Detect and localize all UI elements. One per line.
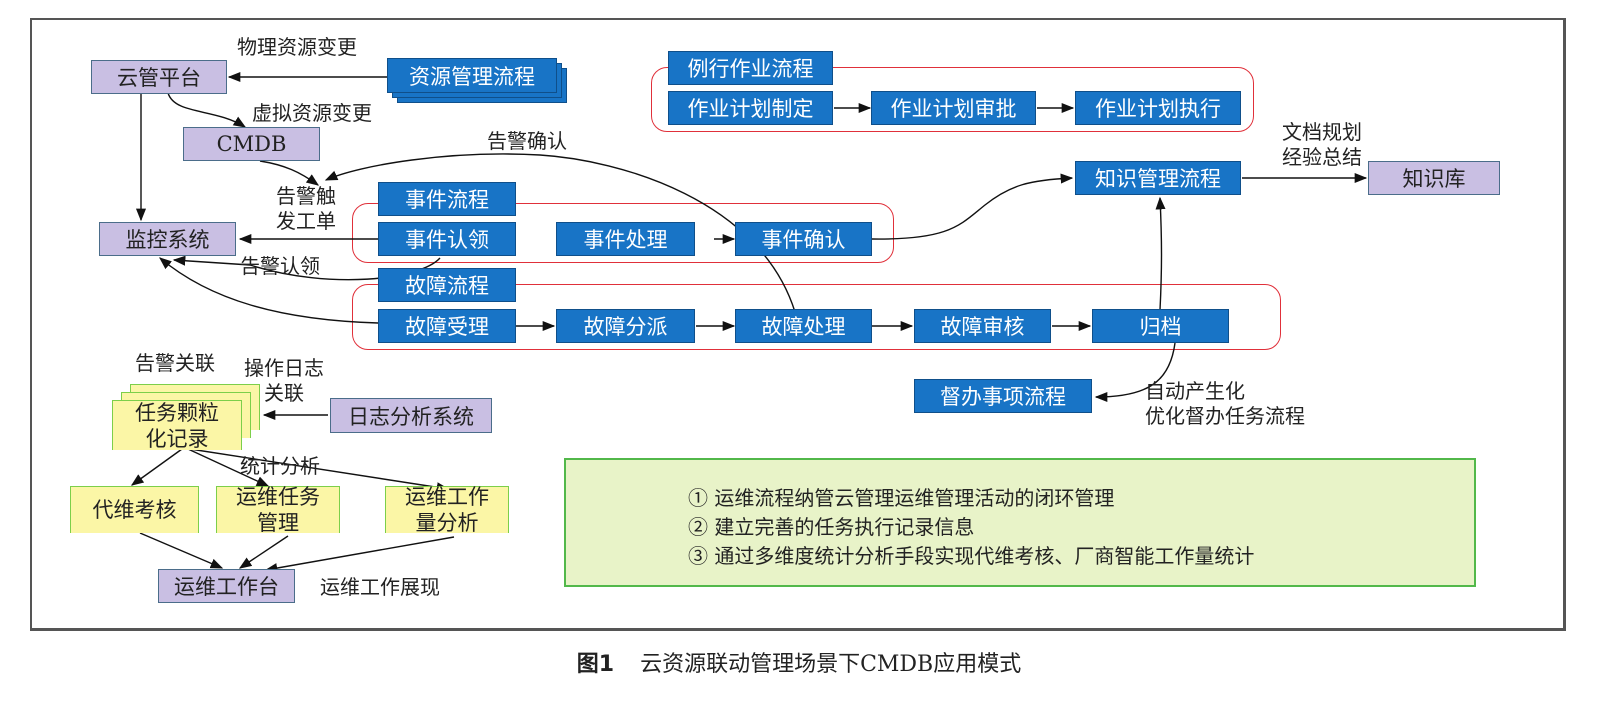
knowledge-flow-node: 知识管理流程 (1075, 161, 1241, 195)
summary-line-1: ① 运维流程纳管云管理运维管理活动的闭环管理 (688, 486, 1115, 510)
alarm-trigger-line1: 告警触 (276, 184, 336, 208)
fault-handle-node: 故障处理 (735, 309, 872, 343)
routine-flow-group (651, 67, 1254, 132)
resource-mgmt-flow-label: 资源管理流程 (409, 64, 535, 89)
summary-panel: ① 运维流程纳管云管理运维管理活动的闭环管理 ② 建立完善的任务执行记录信息 ③… (564, 458, 1476, 587)
ops-workload-label-line2: 量分析 (415, 511, 479, 535)
ops-task-mgmt-label-line2: 管理 (257, 511, 299, 535)
cmdb-node: CMDB (183, 127, 320, 161)
plan-approve-label: 作业计划审批 (890, 97, 1017, 121)
log-analysis-node: 日志分析系统 (330, 398, 492, 433)
vendor-assess-node: 代维考核 (70, 486, 199, 533)
doc-plan-line2: 经验总结 (1282, 145, 1362, 169)
plan-make-node: 作业计划制定 (668, 91, 833, 125)
fault-review-label: 故障审核 (940, 315, 1025, 339)
resource-mgmt-flow-node: 资源管理流程 (387, 58, 557, 93)
log-analysis-label: 日志分析系统 (348, 404, 474, 429)
knowledge-flow-label: 知识管理流程 (1095, 167, 1221, 191)
event-claim-node: 事件认领 (378, 222, 516, 256)
figure-title: 云资源联动管理场景下CMDB应用模式 (640, 652, 1022, 677)
auto-generate-line1: 自动产生化 (1145, 379, 1245, 403)
fault-dispatch-label: 故障分派 (583, 315, 668, 339)
plan-make-label: 作业计划制定 (687, 97, 814, 121)
physical-change-label: 物理资源变更 (237, 35, 357, 59)
event-handle-node: 事件处理 (556, 222, 695, 256)
ops-workload-label-line1: 运维工作 (405, 485, 489, 509)
cmdb-label: CMDB (216, 132, 287, 156)
doc-plan-line1: 文档规划 (1282, 120, 1362, 144)
knowledge-base-label: 知识库 (1402, 167, 1466, 191)
supervise-flow-label: 督办事项流程 (940, 385, 1066, 409)
ops-workbench-label: 运维工作台 (174, 575, 279, 599)
alarm-correlate-label: 告警关联 (135, 351, 215, 375)
auto-generate-line2: 优化督办任务流程 (1145, 404, 1305, 428)
oplog-correlate-line1: 操作日志 (244, 356, 324, 380)
fault-accept-label: 故障受理 (405, 315, 489, 339)
routine-flow-title-label: 例行作业流程 (687, 57, 814, 81)
ops-workload-node: 运维工作 量分析 (385, 485, 509, 535)
supervise-flow-node: 督办事项流程 (914, 379, 1092, 413)
ops-task-mgmt-node: 运维任务 管理 (216, 485, 340, 535)
fault-flow-title-node: 故障流程 (378, 268, 516, 302)
routine-flow-title-node: 例行作业流程 (668, 51, 833, 85)
event-flow-title-node: 事件流程 (378, 182, 516, 216)
figure-caption: 图1 云资源联动管理场景下CMDB应用模式 (0, 646, 1598, 678)
ops-task-mgmt-label-line1: 运维任务 (236, 485, 320, 509)
knowledge-base-node: 知识库 (1368, 161, 1500, 195)
summary-line-3: ③ 通过多维度统计分析手段实现代维考核、厂商智能工作量统计 (688, 544, 1255, 568)
task-record-label-line1: 任务颗粒 (135, 400, 219, 425)
oplog-correlate-line2: 关联 (264, 381, 304, 405)
task-record-node: 任务颗粒 化记录 (112, 400, 242, 451)
doc-plan-label: 文档规划 经验总结 (1282, 120, 1362, 170)
archive-label: 归档 (1139, 315, 1182, 339)
event-confirm-label: 事件确认 (761, 228, 846, 252)
diagram-frame (30, 18, 1566, 631)
cloud-platform-node: 云管平台 (91, 60, 227, 94)
summary-line-2: ② 建立完善的任务执行记录信息 (688, 515, 975, 539)
figure-number: 图1 (576, 652, 615, 677)
archive-node: 归档 (1092, 309, 1229, 343)
alarm-claim-label: 告警认领 (240, 254, 320, 278)
fault-dispatch-node: 故障分派 (556, 309, 695, 343)
monitoring-system-label: 监控系统 (125, 228, 210, 252)
event-claim-label: 事件认领 (405, 228, 489, 252)
monitoring-system-node: 监控系统 (99, 222, 236, 256)
plan-execute-label: 作业计划执行 (1095, 97, 1221, 121)
alarm-confirm-label: 告警确认 (487, 129, 567, 153)
ops-display-label: 运维工作展现 (320, 575, 440, 599)
task-record-label-line2: 化记录 (145, 426, 209, 451)
alarm-trigger-line2: 发工单 (276, 209, 336, 233)
plan-approve-node: 作业计划审批 (871, 91, 1036, 125)
event-confirm-node: 事件确认 (735, 222, 872, 256)
cloud-platform-label: 云管平台 (117, 66, 201, 90)
fault-flow-title-label: 故障流程 (405, 274, 489, 298)
fault-accept-node: 故障受理 (378, 309, 516, 343)
fault-review-node: 故障审核 (914, 309, 1051, 343)
alarm-trigger-label: 告警触 发工单 (276, 184, 336, 234)
event-handle-label: 事件处理 (583, 228, 668, 252)
oplog-correlate-label: 操作日志 关联 (244, 356, 324, 406)
fault-handle-label: 故障处理 (761, 315, 846, 339)
auto-generate-label: 自动产生化 优化督办任务流程 (1145, 379, 1305, 429)
stat-analysis-label: 统计分析 (240, 454, 320, 478)
ops-workbench-node: 运维工作台 (158, 569, 295, 603)
event-flow-title-label: 事件流程 (405, 188, 489, 212)
plan-execute-node: 作业计划执行 (1075, 91, 1241, 125)
virtual-change-label: 虚拟资源变更 (252, 101, 372, 125)
vendor-assess-label: 代维考核 (92, 498, 177, 522)
